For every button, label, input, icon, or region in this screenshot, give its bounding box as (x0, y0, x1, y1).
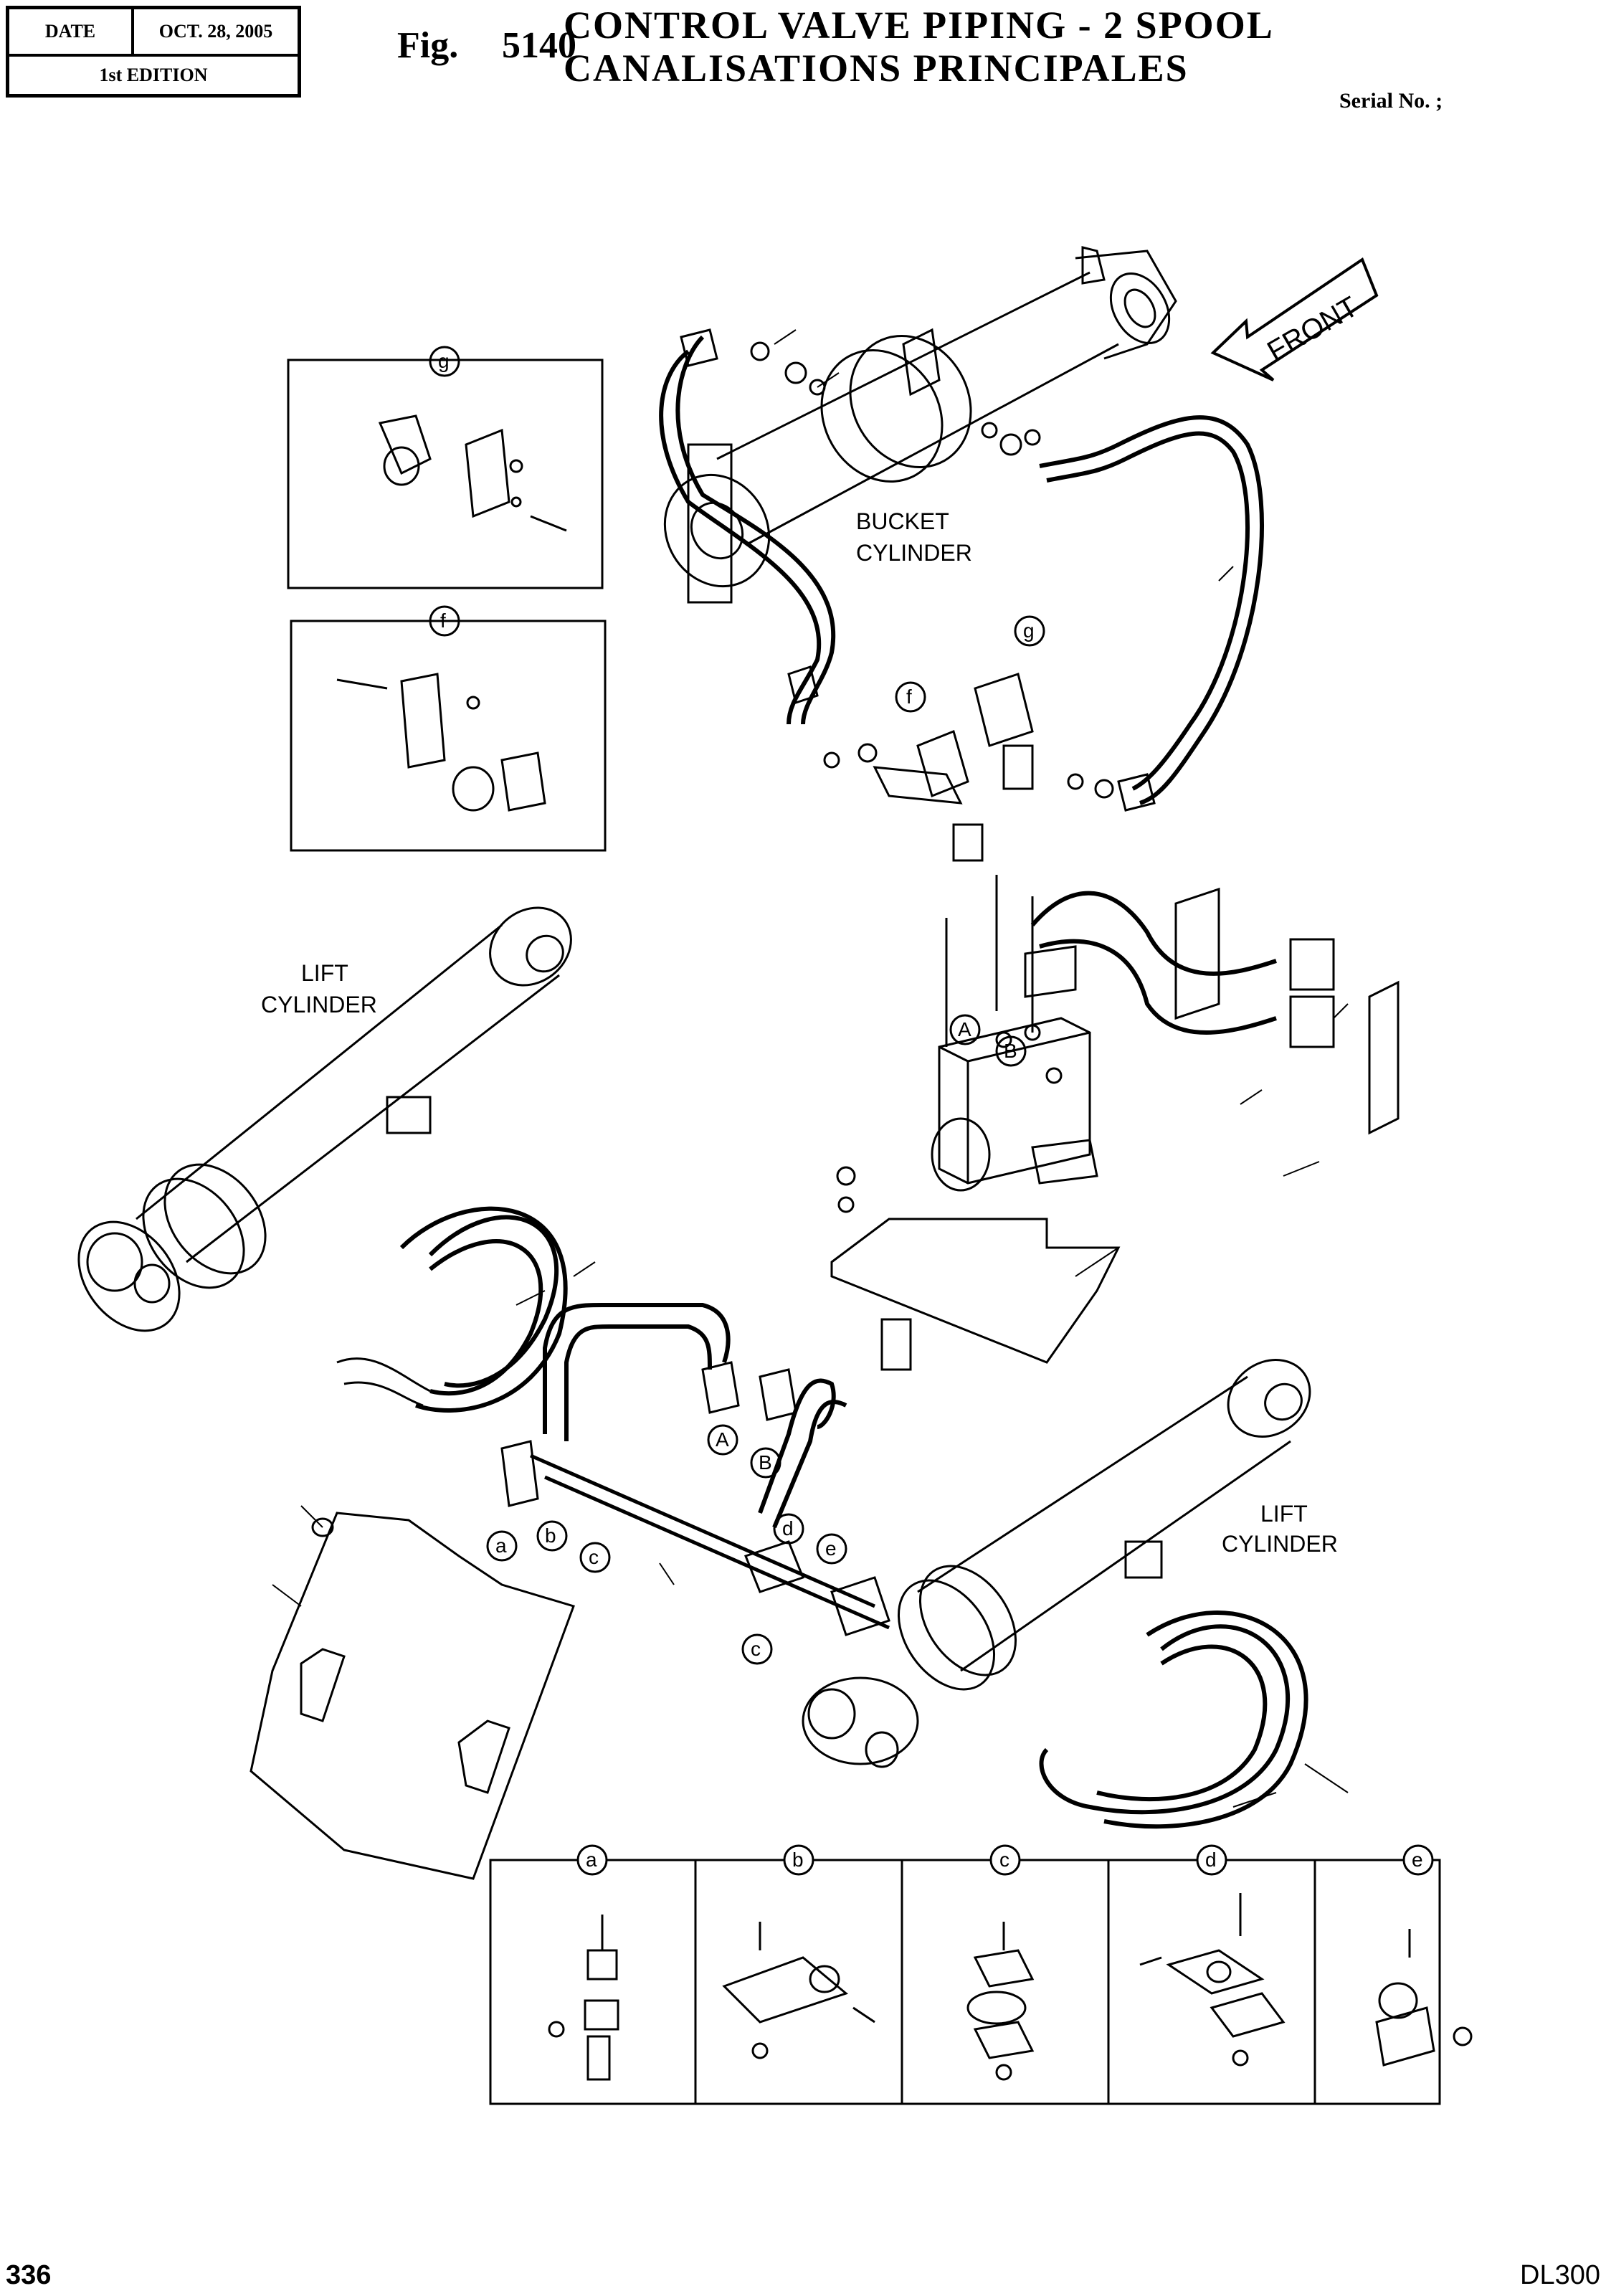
detail-panels-frame (489, 1844, 1441, 2105)
callout-circles (429, 346, 1045, 1665)
lift-hoses-left (336, 1206, 568, 1413)
callout-f-inset: f (440, 609, 446, 632)
detail-panel-e-parts (1375, 1929, 1473, 2067)
bucket-hose-right (1039, 415, 1264, 812)
lift-cylinder-left-label-line1: LIFT (301, 960, 348, 986)
detail-box-g (287, 359, 604, 589)
bucket-cylinder-label-line1: BUCKET (856, 508, 949, 534)
page-number: 336 (6, 2260, 52, 2290)
callout-port-a: A (716, 1428, 729, 1451)
fig-number: 5140 (502, 25, 576, 66)
detail-panel-b-label: b (792, 1849, 804, 1871)
callout-b: b (545, 1524, 556, 1547)
lift-cylinder-left-label-line2: CYLINDER (261, 992, 377, 1017)
title-english: CONTROL VALVE PIPING - 2 SPOOL (564, 4, 1274, 47)
callout-d: d (782, 1517, 794, 1540)
central-manifold (500, 1303, 890, 1636)
header-date-row: DATE OCT. 28, 2005 (9, 9, 298, 57)
callout-port-b: B (759, 1451, 772, 1474)
detail-panel-a-label: a (586, 1849, 597, 1871)
skid-plate (250, 1512, 575, 1880)
lift-hoses-right (1039, 1610, 1308, 1829)
callout-port-b-valve: B (1004, 1040, 1017, 1062)
lift-cylinder-right (802, 1359, 1311, 1768)
detail-box-f (290, 620, 607, 852)
front-arrow-icon (1210, 257, 1379, 381)
fig-label: Fig. (397, 25, 459, 66)
detail-panel-d-parts (1139, 1893, 1286, 2067)
leader-lines (272, 329, 1349, 1808)
serial-number: Serial No. ; (1339, 89, 1443, 113)
lift-cylinder-right-label-line2: CYLINDER (1222, 1531, 1338, 1557)
callout-e: e (825, 1537, 837, 1560)
callout-port-a-valve: A (958, 1018, 971, 1040)
lift-cylinder-left (77, 906, 572, 1332)
bucket-cylinder-label-line2: CYLINDER (856, 540, 972, 566)
lift-cylinder-right-label-line1: LIFT (1260, 1501, 1308, 1527)
edition-label: 1st EDITION (99, 65, 208, 85)
valve-mount-plate (830, 1166, 1121, 1371)
bucket-hose-left (659, 328, 836, 725)
flange-fittings-top (750, 341, 1041, 456)
bucket-cylinder (663, 246, 1177, 604)
detail-panel-c-label: c (999, 1849, 1009, 1871)
callout-g-inset: g (438, 350, 450, 372)
callout-c-lower: c (751, 1638, 761, 1660)
model-code: DL300 (1520, 2260, 1600, 2290)
title-french: CANALISATIONS PRINCIPALES (564, 47, 1189, 90)
detail-panel-c-parts (966, 1922, 1035, 2081)
detail-panel-d-label: d (1205, 1849, 1217, 1871)
callout-a: a (495, 1534, 507, 1557)
callout-c: c (589, 1546, 599, 1568)
header-info-box: DATE OCT. 28, 2005 1st EDITION (6, 6, 301, 98)
valve-outlet-hoses (1024, 887, 1400, 1135)
callout-f: f (906, 686, 912, 708)
date-value: OCT. 28, 2005 (158, 21, 273, 42)
date-label: DATE (9, 9, 134, 54)
control-valve (931, 875, 1098, 1192)
detail-panel-b-parts (722, 1922, 875, 2059)
detail-panel-e-label: e (1412, 1849, 1423, 1871)
detail-panel-a-parts (548, 1915, 619, 2081)
callout-g: g (1023, 620, 1035, 642)
middle-tube-assembly (823, 673, 1114, 862)
